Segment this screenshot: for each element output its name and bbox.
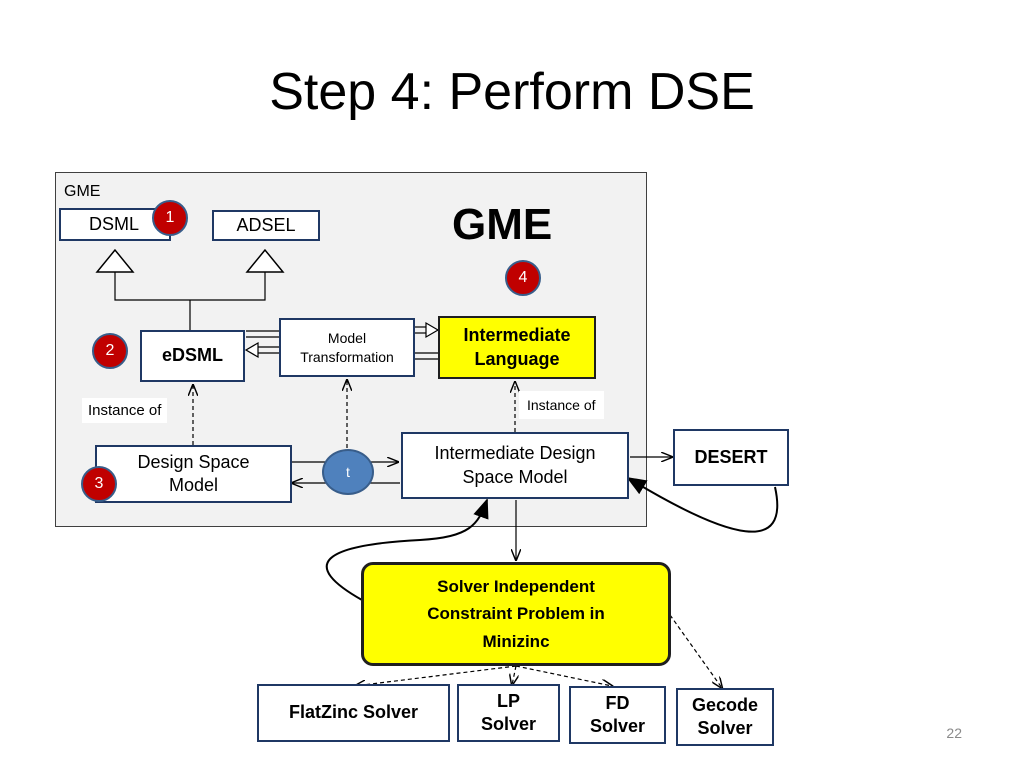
adsel-box: ADSEL: [212, 210, 320, 241]
step-badge-4: 4: [505, 260, 541, 296]
edsml-box: eDSML: [140, 330, 245, 382]
fd-solver-box: FD Solver: [569, 686, 666, 744]
intermediate-design-space-model-box: Intermediate Design Space Model: [401, 432, 629, 499]
step-badge-2: 2: [92, 333, 128, 369]
dsml-inheritance-triangle: [95, 248, 135, 273]
page-number: 22: [946, 725, 962, 741]
adsel-inheritance-triangle: [245, 248, 285, 273]
instance-of-label-right: Instance of: [519, 391, 604, 419]
instance-of-label-left: Instance of: [82, 398, 168, 423]
design-space-model-box: Design Space Model: [95, 445, 292, 503]
desert-box: DESERT: [673, 429, 789, 486]
slide-title: Step 4: Perform DSE: [269, 63, 755, 121]
flatzinc-solver-box: FlatZinc Solver: [257, 684, 450, 742]
step-badge-3: 3: [81, 466, 117, 502]
model-transformation-box: Model Transformation: [279, 318, 415, 377]
step-badge-1: 1: [152, 200, 188, 236]
gme-big-label: GME: [452, 200, 553, 249]
gme-corner-label: GME: [64, 183, 101, 200]
gecode-solver-box: Gecode Solver: [676, 688, 774, 746]
lp-solver-box: LP Solver: [457, 684, 560, 742]
intermediate-language-box: Intermediate Language: [438, 316, 596, 379]
transform-t-circle: t: [322, 449, 374, 495]
solver-independent-box: Solver Independent Constraint Problem in…: [361, 562, 671, 666]
